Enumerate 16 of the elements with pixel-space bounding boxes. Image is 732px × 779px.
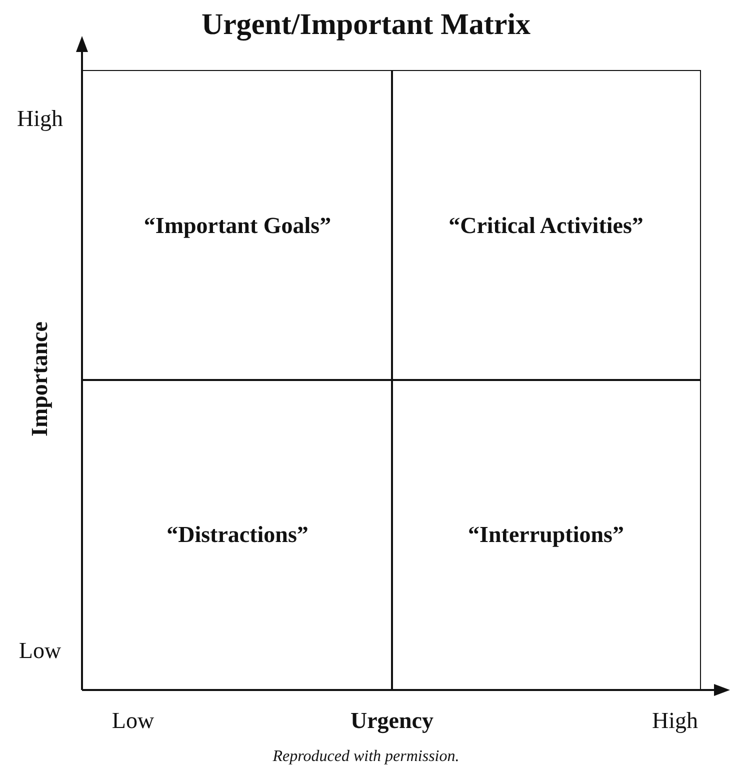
quadrant-box	[82, 379, 393, 690]
quadrant-box	[391, 379, 701, 690]
quadrant-box	[391, 70, 701, 381]
quadrant-label: “Distractions”	[166, 522, 308, 548]
quadrant-label: “Interruptions”	[468, 522, 624, 548]
y-axis-tick-label: High	[16, 106, 64, 132]
quadrant-label: “Important Goals”	[144, 212, 332, 238]
caption: Reproduced with permission.	[272, 748, 460, 766]
y-axis-tick-label: Low	[18, 638, 62, 664]
chart-title: Urgent/Important Matrix	[200, 8, 532, 42]
x-axis-tick-label: High	[651, 708, 699, 734]
x-axis-title: Urgency	[349, 708, 435, 734]
quadrant-label: “Critical Activities”	[448, 212, 644, 238]
quadrant-box	[82, 70, 393, 381]
y-axis-title: Importance	[27, 320, 53, 438]
x-axis-tick-label: Low	[110, 708, 156, 734]
